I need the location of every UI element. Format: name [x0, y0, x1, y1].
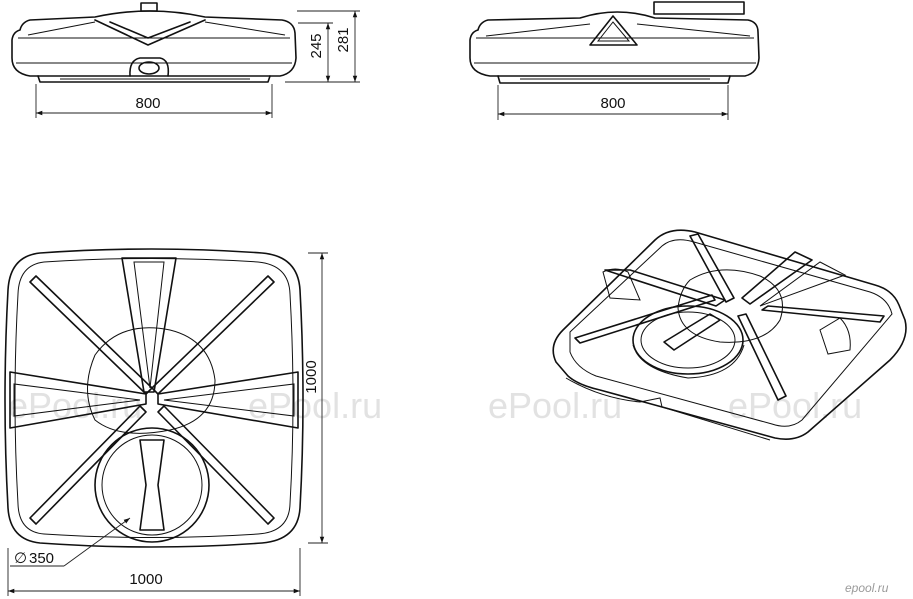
watermark-4: ePool.ru: [728, 385, 862, 426]
center-dome: [87, 327, 216, 434]
front-lid-cap: [140, 2, 158, 12]
iso-cavity-right: [819, 317, 851, 355]
side-right-rib: [636, 23, 751, 37]
watermark-1: ePool.ru: [8, 385, 142, 426]
lid-handle: [139, 439, 165, 531]
fin-left: [9, 371, 147, 429]
front-outlet: [129, 57, 170, 77]
iso-fin-left: [604, 269, 726, 307]
top-width-label: 1000: [129, 571, 162, 588]
side-lid: [653, 1, 745, 15]
fin-left-inner: [13, 383, 141, 417]
lid-diameter-label: 350: [29, 550, 54, 567]
arm-se: [157, 405, 275, 525]
front-left-rib: [27, 21, 96, 36]
watermark-3: ePool.ru: [488, 385, 622, 426]
side-left-rib: [485, 23, 591, 37]
side-base: [497, 75, 731, 84]
iso-lid-inner: [640, 311, 736, 369]
arm-sw: [29, 405, 147, 525]
front-center-v-inner: [109, 21, 191, 39]
watermark-2: ePool.ru: [248, 385, 382, 426]
iso-rib-4: [737, 313, 787, 401]
height-total-label: 281: [335, 27, 352, 52]
top-inner-outline: [14, 258, 294, 538]
iso-rib-1: [689, 233, 735, 303]
iso-outline: [552, 229, 907, 440]
iso-fin-right-2: [759, 261, 847, 307]
side-view: 800: [469, 1, 760, 120]
fin-right: [157, 371, 299, 429]
iso-base-edge: [565, 377, 771, 441]
iso-rib-3: [761, 305, 885, 323]
iso-fin-right: [741, 251, 813, 305]
top-outline: [4, 248, 304, 548]
front-body-outline: [11, 10, 297, 77]
front-view: 800 245 281: [11, 2, 360, 118]
top-view: 1000 1000 ∅ 350: [4, 248, 328, 596]
top-depth-label: 1000: [303, 360, 320, 393]
fin-right-inner: [163, 383, 295, 417]
front-outlet-hole: [138, 61, 160, 75]
fin-top: [121, 257, 177, 393]
lid-diameter-symbol: ∅: [14, 550, 27, 567]
iso-lid-skirt: [632, 344, 745, 379]
front-width-label: 800: [135, 95, 160, 112]
front-right-rib: [204, 21, 286, 36]
lid-inner: [101, 434, 203, 536]
front-base: [37, 75, 271, 83]
height-body-label: 245: [308, 33, 325, 58]
side-body-outline: [469, 11, 760, 77]
iso-lid-handle: [663, 313, 721, 351]
lid-outer: [94, 427, 210, 543]
fin-top-inner: [133, 261, 165, 389]
isometric-view: [552, 229, 907, 441]
side-center-triangle: [589, 15, 638, 46]
side-center-triangle-inner: [596, 21, 631, 42]
front-center-v: [94, 19, 206, 46]
brand-logo-text: epool.ru: [845, 581, 889, 595]
iso-lid-outer: [632, 305, 744, 375]
side-width-label: 800: [600, 95, 625, 112]
arm-nw: [29, 275, 153, 395]
iso-top-edge: [569, 239, 893, 427]
